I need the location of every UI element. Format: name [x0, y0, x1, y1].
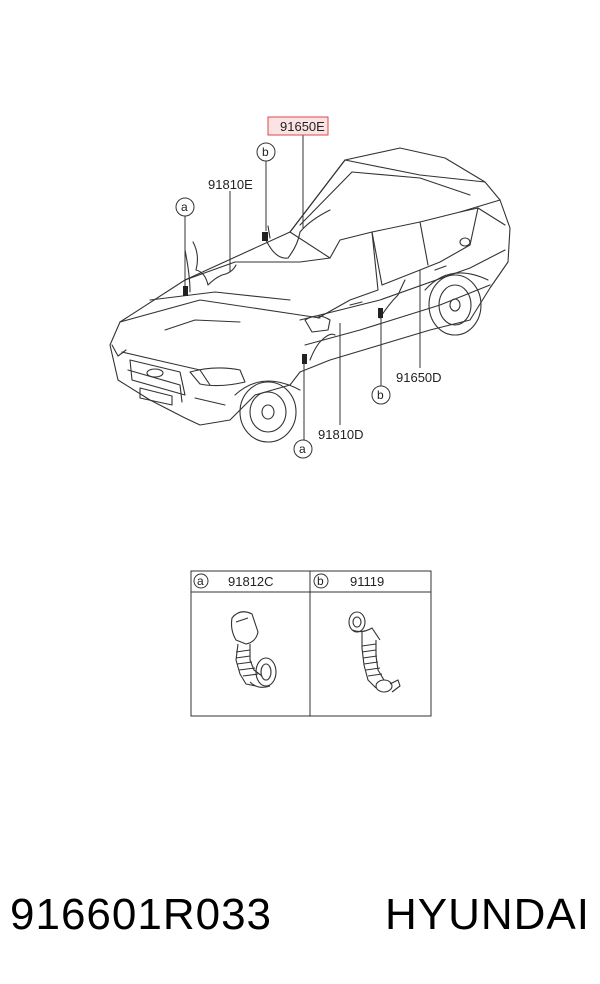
legend-a-circle: [193, 573, 209, 589]
marker-a-circle: [175, 197, 195, 217]
label-91810e[interactable]: 91810E: [208, 177, 253, 192]
marker-a-left: a: [181, 200, 188, 214]
marker-a-circle-2: [293, 439, 313, 459]
marker-b-circle-2: [371, 385, 391, 405]
marker-b-circle: [256, 142, 276, 162]
label-91810d[interactable]: 91810D: [318, 427, 364, 442]
car-illustration: [109, 147, 511, 443]
label-91650d[interactable]: 91650D: [396, 370, 442, 385]
footer: 916601R033 HYUNDAI: [10, 880, 590, 950]
wire-connectors: [183, 232, 383, 364]
legend-a-marker: a: [197, 574, 204, 588]
legend-b-part[interactable]: 91119: [350, 574, 384, 589]
label-91650e[interactable]: 91650E: [280, 119, 325, 134]
grommet-b-drawing: [348, 611, 401, 693]
brand-name: HYUNDAI: [384, 890, 590, 939]
highlight-box: [267, 116, 329, 136]
marker-b-top: b: [262, 145, 269, 159]
legend-b-marker: b: [317, 574, 324, 588]
legend-table: [190, 570, 432, 717]
legend-b-circle: [313, 573, 329, 589]
grommet-a-drawing: [230, 611, 277, 688]
marker-a-bottom: a: [299, 442, 306, 456]
legend-a-part[interactable]: 91812C: [228, 574, 274, 589]
marker-b-bottom: b: [377, 388, 384, 402]
part-number: 916601R033: [10, 890, 273, 939]
leader-lines: [184, 135, 421, 440]
